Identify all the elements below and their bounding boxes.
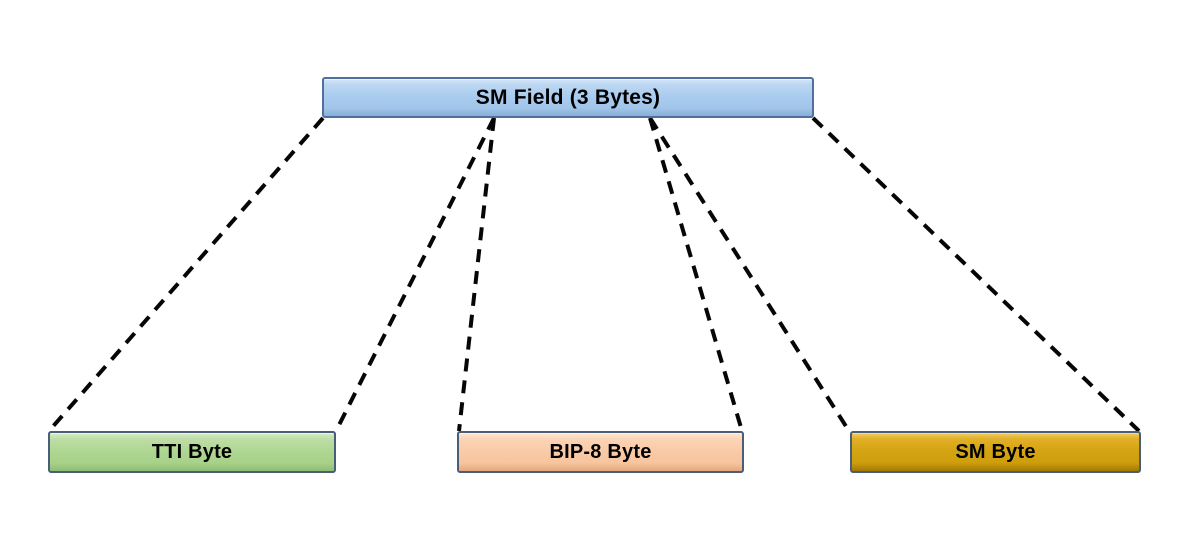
- node-bip8-byte: BIP-8 Byte: [457, 431, 744, 473]
- node-sm-field-label: SM Field (3 Bytes): [475, 85, 661, 109]
- connector-sm-right: [811, 116, 1141, 433]
- node-tti-byte: TTI Byte: [48, 431, 336, 473]
- node-sm-field: SM Field (3 Bytes): [322, 77, 814, 118]
- connector-bip8-left: [457, 117, 496, 432]
- node-sm-byte: SM Byte: [850, 431, 1141, 473]
- connector-tti-left: [47, 116, 325, 433]
- connector-sm-left: [648, 116, 851, 433]
- node-tti-byte-label: TTI Byte: [151, 440, 233, 463]
- node-sm-byte-label: SM Byte: [955, 440, 1036, 463]
- connector-bip8-right: [648, 117, 744, 432]
- node-bip8-byte-label: BIP-8 Byte: [549, 440, 652, 463]
- connector-tti-right: [334, 117, 496, 432]
